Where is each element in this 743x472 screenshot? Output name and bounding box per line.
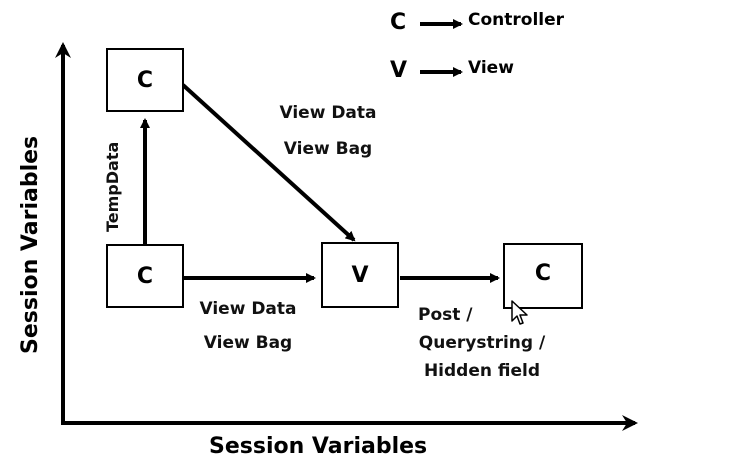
edge-label-post-line3: Hidden field [423,361,541,381]
legend-value-controller: Controller [468,10,565,30]
node-controller-bottom: C [106,244,184,308]
legend-key-controller: C [390,10,407,35]
edge-label-post-line2: Querystring / [418,333,546,353]
x-axis-label: Session Variables [209,434,428,459]
node-view-label: V [351,262,369,288]
edge-label-bottom-line1: View Data [199,299,297,319]
edge-label-diagonal-line1: View Data [279,103,377,123]
node-controller-right: C [503,243,583,309]
edge-label-diagonal-line2: View Bag [283,139,373,159]
arrow-top-c-to-v [181,83,356,242]
edge-label-post: Post / Querystring / Hidden field [406,302,558,384]
legend-key-view: V [390,58,408,83]
node-view: V [321,242,399,308]
edge-label-diagonal: View Data View Bag [268,100,388,162]
mouse-pointer-icon [511,300,528,325]
y-axis-label: Session Variables [18,135,43,354]
node-controller-top: C [106,48,184,112]
edge-label-bottom: View Data View Bag [188,296,308,356]
edge-label-tempdata: TempData [103,141,122,232]
node-controller-right-label: C [534,261,552,286]
legend-value-view: View [468,58,514,78]
node-controller-top-label: C [136,67,154,93]
edge-label-bottom-line2: View Bag [203,333,293,353]
edge-label-post-line1: Post / [418,305,473,325]
node-controller-bottom-label: C [136,263,154,289]
